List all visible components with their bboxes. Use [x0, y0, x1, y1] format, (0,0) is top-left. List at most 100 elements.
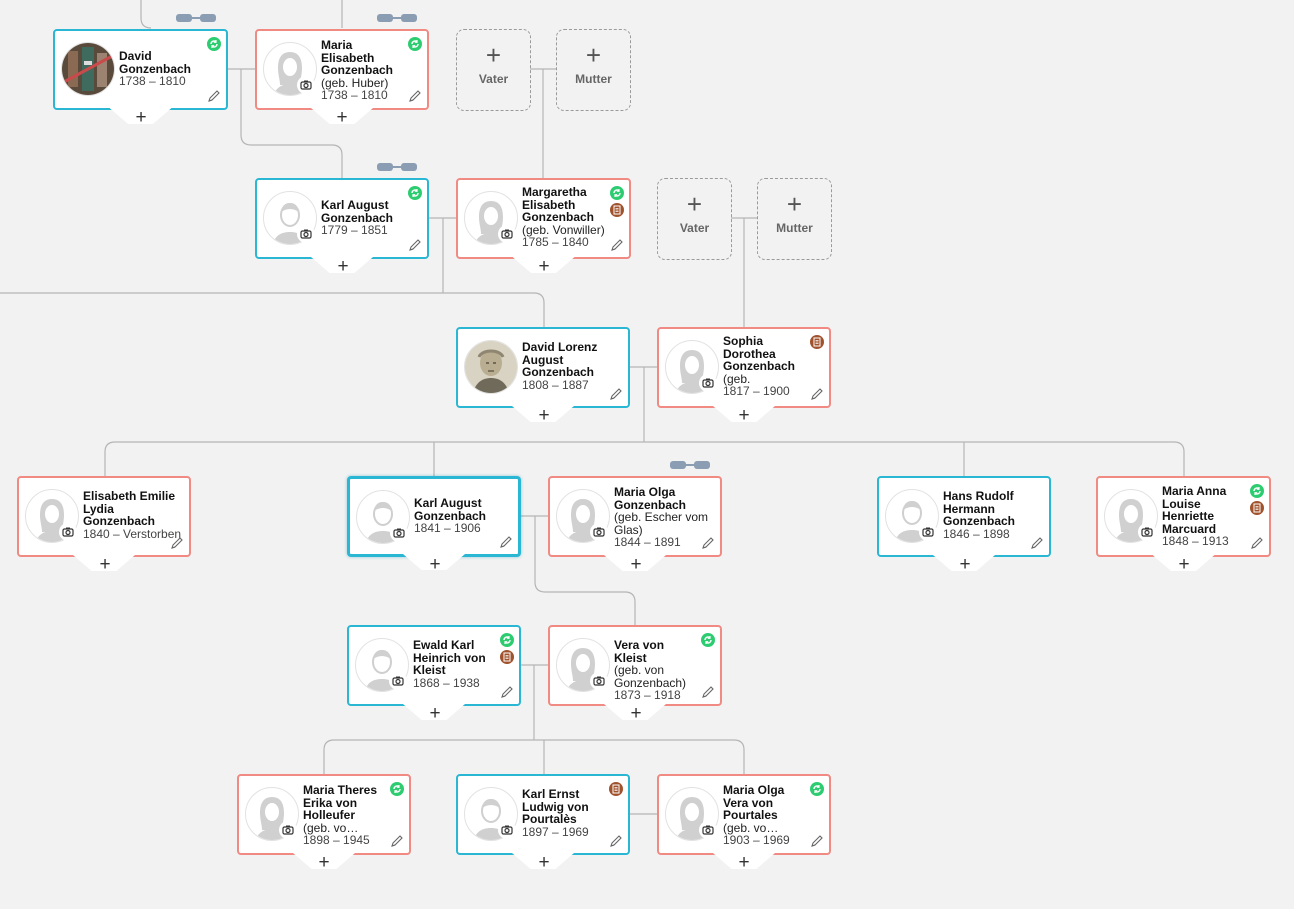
- add-relative-button[interactable]: +: [99, 554, 111, 575]
- add-relative-button[interactable]: +: [738, 852, 750, 873]
- person-dates: 1840 – Verstorben: [83, 526, 182, 541]
- edit-pencil-icon[interactable]: [609, 834, 623, 848]
- add-relative-button[interactable]: +: [538, 405, 550, 426]
- female-avatar-icon: [556, 638, 610, 692]
- person-birth-name: (geb. Vonwiller): [522, 222, 605, 237]
- camera-icon[interactable]: [1138, 523, 1156, 541]
- sync-icon[interactable]: [701, 633, 715, 647]
- camera-icon[interactable]: [498, 225, 516, 243]
- camera-icon[interactable]: [279, 821, 297, 839]
- person-card-karl-august-gonzenbach[interactable]: Karl August Gonzenbach 1779 – 1851: [255, 178, 429, 273]
- add-relative-button[interactable]: +: [538, 256, 550, 277]
- add-father-placeholder[interactable]: + Vater: [657, 178, 732, 260]
- add-relative-button[interactable]: +: [959, 554, 971, 575]
- camera-icon[interactable]: [390, 524, 408, 542]
- camera-icon[interactable]: [498, 821, 516, 839]
- edit-pencil-icon[interactable]: [701, 536, 715, 550]
- add-relative-button[interactable]: +: [318, 852, 330, 873]
- camera-icon[interactable]: [919, 523, 937, 541]
- document-icon[interactable]: [810, 335, 824, 349]
- sync-icon[interactable]: [1250, 484, 1264, 498]
- female-avatar-icon: [25, 489, 79, 543]
- document-icon[interactable]: [609, 782, 623, 796]
- person-dates: 1846 – 1898: [943, 526, 1010, 541]
- add-relative-button[interactable]: +: [538, 852, 550, 873]
- couple-link-icon[interactable]: [669, 460, 711, 470]
- person-card-karl-ernst-ludwig-von-pourtales[interactable]: Karl Ernst Ludwig von Pourtalès 1897 – 1…: [456, 774, 630, 869]
- person-card-maria-elisabeth-gonzenbach[interactable]: Maria Elisabeth Gonzenbach (geb. Huber) …: [255, 29, 429, 124]
- sync-icon[interactable]: [408, 37, 422, 51]
- edit-pencil-icon[interactable]: [408, 89, 422, 103]
- add-mother-placeholder[interactable]: + Mutter: [556, 29, 631, 111]
- person-card-david-gonzenbach[interactable]: David Gonzenbach 1738 – 1810: [53, 29, 228, 124]
- sync-icon[interactable]: [390, 782, 404, 796]
- camera-icon[interactable]: [590, 672, 608, 690]
- sync-icon[interactable]: [500, 633, 514, 647]
- person-card-sophia-dorothea-gonzenbach[interactable]: Sophia Dorothea Gonzenbach (geb. 1817 – …: [657, 327, 831, 422]
- camera-icon[interactable]: [389, 672, 407, 690]
- add-father-placeholder[interactable]: + Vater: [456, 29, 531, 111]
- person-name: Vera von Kleist: [614, 638, 665, 665]
- person-name: Maria Anna Louise Henriette Marcuard: [1162, 484, 1227, 536]
- camera-icon[interactable]: [297, 225, 315, 243]
- person-card-hans-rudolf-hermann-gonzenbach[interactable]: Hans Rudolf Hermann Gonzenbach 1846 – 18…: [877, 476, 1051, 571]
- person-photo: [61, 42, 115, 96]
- person-card-maria-olga-vera-von-pourtales[interactable]: Maria Olga Vera von Pourtales (geb. vo… …: [657, 774, 831, 869]
- sync-icon[interactable]: [207, 37, 221, 51]
- card-tab: [604, 704, 666, 720]
- person-card-maria-theres-erika-von-holleufer[interactable]: Maria Theres Erika von Holleufer (geb. v…: [237, 774, 411, 869]
- add-relative-button[interactable]: +: [336, 107, 348, 128]
- person-card-vera-von-kleist[interactable]: Vera von Kleist (geb. von Gonzenbach) 18…: [548, 625, 722, 720]
- edit-pencil-icon[interactable]: [499, 535, 513, 549]
- add-relative-button[interactable]: +: [135, 107, 147, 128]
- person-card-margaretha-elisabeth-gonzenbach[interactable]: Margaretha Elisabeth Gonzenbach (geb. Vo…: [456, 178, 631, 273]
- edit-pencil-icon[interactable]: [1250, 536, 1264, 550]
- edit-pencil-icon[interactable]: [207, 89, 221, 103]
- camera-icon[interactable]: [59, 523, 77, 541]
- person-card-maria-olga-gonzenbach[interactable]: Maria Olga Gonzenbach (geb. Escher vom G…: [548, 476, 722, 571]
- card-tab: [293, 853, 355, 869]
- edit-pencil-icon[interactable]: [701, 685, 715, 699]
- edit-pencil-icon[interactable]: [610, 238, 624, 252]
- couple-link-icon[interactable]: [376, 13, 418, 23]
- couple-link-icon[interactable]: [175, 13, 217, 23]
- camera-icon[interactable]: [699, 374, 717, 392]
- add-relative-button[interactable]: +: [337, 256, 349, 277]
- sync-icon[interactable]: [610, 186, 624, 200]
- person-name: David Gonzenbach: [119, 49, 192, 76]
- edit-pencil-icon[interactable]: [1030, 536, 1044, 550]
- edit-pencil-icon[interactable]: [810, 387, 824, 401]
- person-card-david-lorenz-august-gonzenbach[interactable]: David Lorenz August Gonzenbach 1808 – 18…: [456, 327, 630, 422]
- document-icon[interactable]: [1250, 501, 1264, 515]
- sync-icon[interactable]: [408, 186, 422, 200]
- couple-link-icon[interactable]: [376, 162, 418, 172]
- card-tab: [109, 108, 172, 124]
- camera-icon[interactable]: [699, 821, 717, 839]
- add-relative-button[interactable]: +: [738, 405, 750, 426]
- edit-pencil-icon[interactable]: [500, 685, 514, 699]
- plus-icon: +: [786, 189, 803, 219]
- edit-pencil-icon[interactable]: [810, 834, 824, 848]
- person-card-maria-anna-louise-henriette-marcuard[interactable]: Maria Anna Louise Henriette Marcuard 184…: [1096, 476, 1271, 571]
- person-card-ewald-karl-heinrich-von-kleist[interactable]: Ewald Karl Heinrich von Kleist 1868 – 19…: [347, 625, 521, 720]
- card-tab: [403, 704, 465, 720]
- add-relative-button[interactable]: +: [630, 703, 642, 724]
- camera-icon[interactable]: [297, 76, 315, 94]
- person-card-karl-august-gonzenbach-selected[interactable]: Karl August Gonzenbach 1841 – 1906: [347, 476, 521, 570]
- edit-pencil-icon[interactable]: [408, 238, 422, 252]
- camera-icon[interactable]: [590, 523, 608, 541]
- edit-pencil-icon[interactable]: [170, 536, 184, 550]
- add-relative-button[interactable]: +: [630, 554, 642, 575]
- document-icon[interactable]: [500, 650, 514, 664]
- add-relative-button[interactable]: +: [429, 703, 441, 724]
- plus-icon: +: [686, 189, 703, 219]
- edit-pencil-icon[interactable]: [390, 834, 404, 848]
- add-relative-button[interactable]: +: [429, 554, 441, 575]
- sync-icon[interactable]: [810, 782, 824, 796]
- person-card-elisabeth-emilie-lydia-gonzenbach[interactable]: Elisabeth Emilie Lydia Gonzenbach 1840 –…: [17, 476, 191, 571]
- document-icon[interactable]: [610, 203, 624, 217]
- add-relative-button[interactable]: +: [1178, 554, 1190, 575]
- edit-pencil-icon[interactable]: [609, 387, 623, 401]
- add-mother-placeholder[interactable]: + Mutter: [757, 178, 832, 260]
- person-name: Maria Theres Erika von Holleufer: [303, 783, 378, 822]
